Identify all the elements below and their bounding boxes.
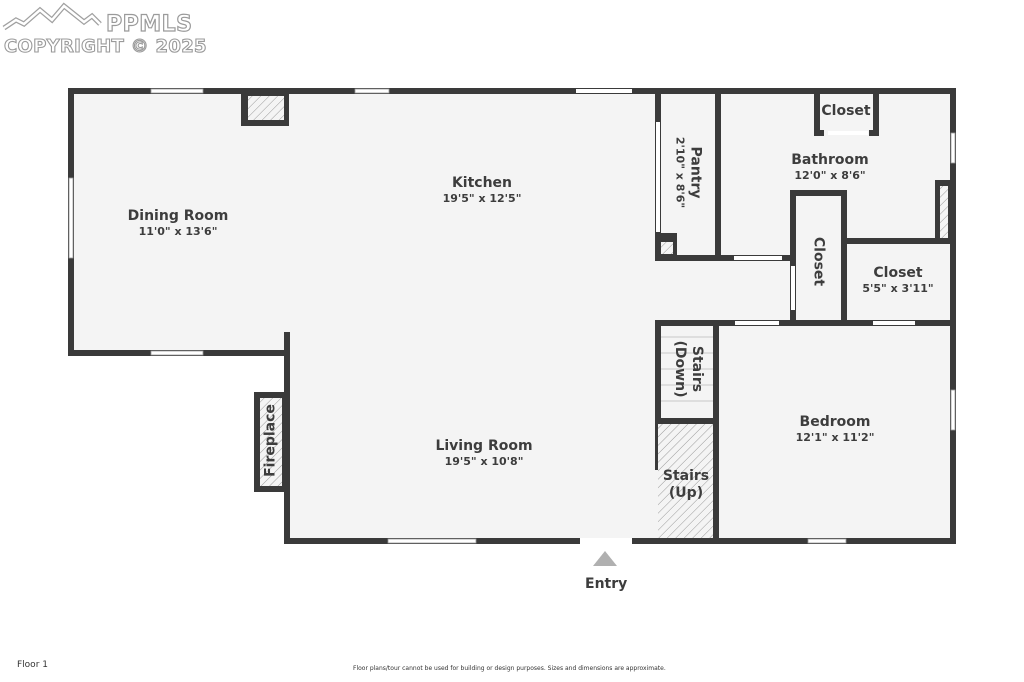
floor-label: Floor 1 (17, 660, 48, 670)
ppmls-watermark: PPMLS COPYRIGHT © 2025 (2, 2, 207, 58)
room-fireplace: Fireplace (262, 404, 279, 477)
stairs-up-hatch (658, 424, 713, 538)
entry-label: Entry (585, 576, 628, 592)
mountain-logo-icon (2, 2, 102, 31)
room-bedroom: Bedroom 12'1" x 11'2" (795, 414, 875, 444)
room-kitchen: Kitchen 19'5" x 12'5" (442, 175, 522, 205)
room-living-room: Living Room 19'5" x 10'8" (435, 438, 533, 468)
pantry-hatch (661, 242, 673, 254)
entry-arrow-icon (593, 551, 617, 566)
room-closet: Closet 5'5" x 3'11" (862, 265, 934, 295)
watermark-copyright: COPYRIGHT © 2025 (3, 35, 207, 57)
room-stairs-down: Stairs (Down) (672, 340, 705, 398)
entry-door (580, 538, 632, 544)
room-stairs-up: Stairs (Up) (662, 468, 710, 501)
room-bath-closet: Closet (821, 103, 871, 119)
stairs-down-treads (661, 336, 713, 402)
disclaimer: Floor plans/tour cannot be used for buil… (353, 665, 666, 672)
fireplace-hatch (260, 398, 282, 486)
room-vertical-closet: Closet (810, 236, 827, 287)
room-bathroom: Bathroom 12'0" x 8'6" (791, 152, 869, 182)
room-pantry: Pantry 2'10" x 8'6" (673, 136, 704, 209)
bath-inset-hatch (940, 186, 948, 238)
room-dining-room: Dining Room 11'0" x 13'6" (127, 208, 229, 238)
watermark-brand: PPMLS (105, 11, 193, 37)
chimney-hatch (248, 96, 284, 120)
windows (68, 88, 956, 544)
